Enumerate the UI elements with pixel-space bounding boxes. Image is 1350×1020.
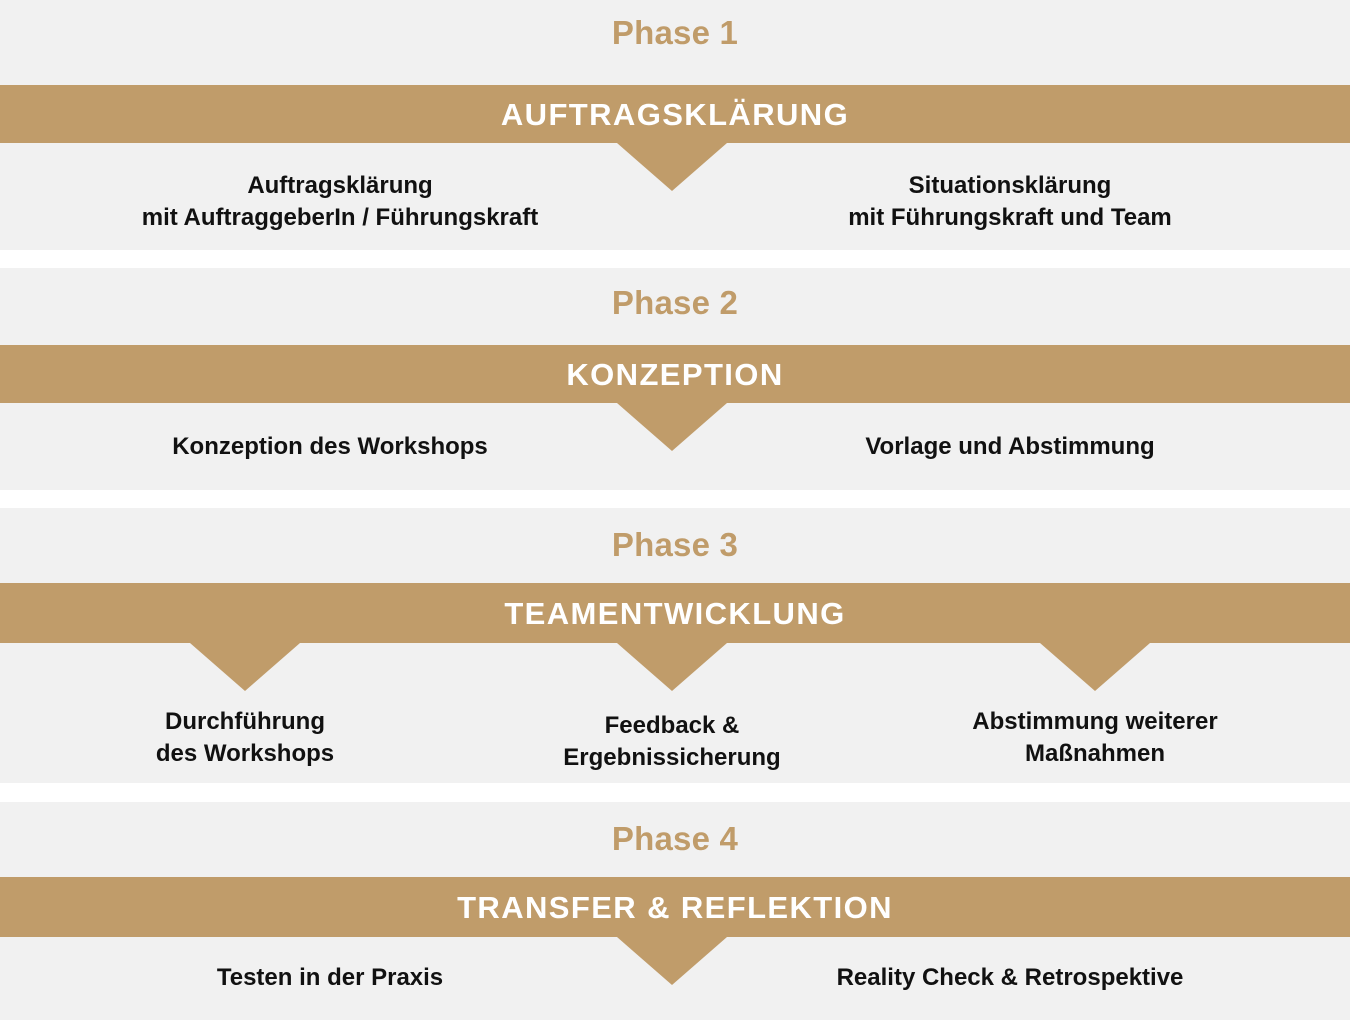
phase-3-item-0: Durchführung des Workshops (155, 708, 335, 767)
phase-bar-label-2: KONZEPTION (566, 356, 784, 392)
phase-section-2: Phase 2 KONZEPTION Konzeption des Worksh… (0, 268, 1350, 490)
phase-arrow-down-icon-3-1 (617, 643, 727, 691)
phase-1-item-0: Auftragsklärung mit AuftraggeberIn / Füh… (141, 172, 539, 231)
phase-bar-label-1: AUFTRAGSKLÄRUNG (500, 96, 850, 132)
phase-arrow-down-icon-2-0 (617, 403, 727, 451)
phase-bar-1: AUFTRAGSKLÄRUNG (0, 85, 1350, 143)
phase-bar-3: TEAMENTWICKLUNG (0, 583, 1350, 643)
phase-2-item-0: Konzeption des Workshops (172, 433, 488, 460)
phase-1-item-1: Situationsklärung mit Führungskraft und … (848, 172, 1172, 231)
phase-bar-label-4: TRANSFER & REFLEKTION (457, 889, 893, 925)
phase-section-1: Phase 1 AUFTRAGSKLÄRUNG Auftragsklärung … (0, 0, 1350, 250)
phase-arrow-down-icon-3-0 (190, 643, 300, 691)
phase-bar-4: TRANSFER & REFLEKTION (0, 877, 1350, 937)
phase-title-1: Phase 1 (611, 14, 739, 51)
phase-4-item-1: Reality Check & Retrospektive (836, 964, 1184, 991)
phase-arrow-down-icon-4-0 (617, 937, 727, 985)
phase-4-item-0: Testen in der Praxis (216, 964, 444, 991)
phase-2-item-1: Vorlage und Abstimmung (865, 433, 1155, 460)
phase-title-2: Phase 2 (611, 284, 739, 321)
phase-title-3: Phase 3 (611, 526, 739, 563)
phase-3-item-2: Abstimmung weiterer Maßnahmen (972, 708, 1218, 767)
phase-arrow-down-icon-1-0 (617, 143, 727, 191)
phase-bar-2: KONZEPTION (0, 345, 1350, 403)
phase-section-3: Phase 3 TEAMENTWICKLUNG Durchführung des… (0, 508, 1350, 783)
phase-arrow-down-icon-3-2 (1040, 643, 1150, 691)
phase-3-item-1: Feedback & Ergebnissicherung (563, 712, 781, 771)
phase-section-4: Phase 4 TRANSFER & REFLEKTION Testen in … (0, 802, 1350, 1020)
phase-title-4: Phase 4 (611, 820, 739, 857)
phase-bar-label-3: TEAMENTWICKLUNG (504, 595, 846, 631)
